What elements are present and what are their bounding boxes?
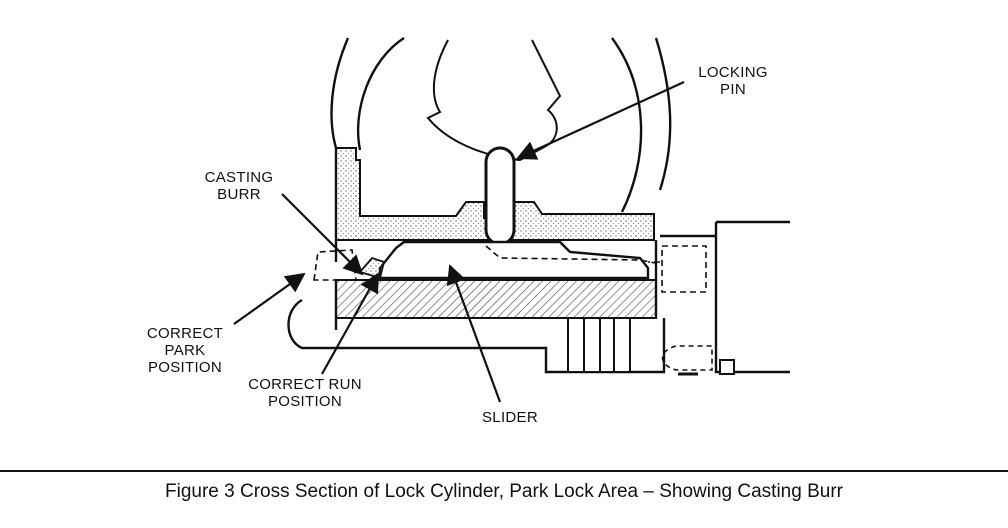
figure-caption: Figure 3 Cross Section of Lock Cylinder,…: [165, 481, 843, 502]
ribs: [567, 317, 631, 373]
label-slider: SLIDER: [482, 409, 538, 426]
key-cutout: [426, 39, 562, 162]
right-housing-dashed: [648, 245, 707, 293]
casting-burr-shape: [358, 256, 386, 280]
label-correct-run-position: CORRECT RUN POSITION: [248, 376, 362, 410]
label-casting-burr: CASTING BURR: [204, 169, 274, 203]
locking-pin-shape: [484, 146, 516, 246]
slider-shape: [378, 240, 650, 280]
pivot-pin: [719, 359, 735, 375]
lower-housing: [287, 298, 666, 374]
cylinder-outline: [330, 36, 672, 213]
pivot-dashed: [661, 345, 713, 371]
label-correct-park-position: CORRECT PARK POSITION: [146, 325, 224, 376]
leader-arrows: [233, 80, 685, 403]
right-housing: [654, 220, 790, 374]
upper-housing: [335, 147, 655, 241]
caption-divider: [0, 470, 1008, 472]
label-locking-pin: LOCKING PIN: [698, 64, 768, 98]
park-position-dashed: [313, 249, 357, 281]
hatched-bar: [335, 279, 657, 319]
